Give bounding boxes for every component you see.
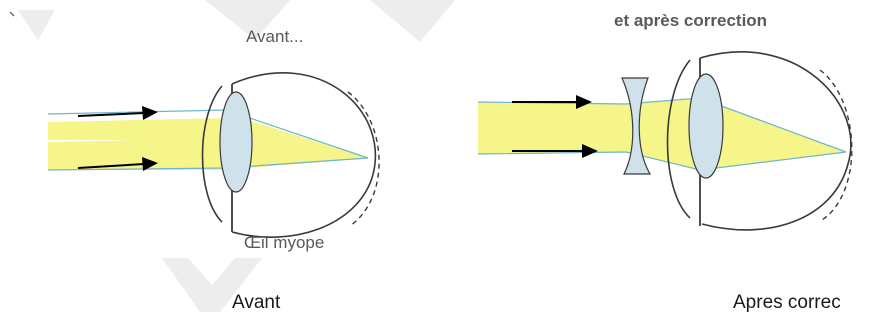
- left-eye-label: Œil myope: [244, 233, 324, 252]
- left-crystalline-lens: [220, 92, 252, 192]
- right-heading: et après correction: [614, 11, 767, 30]
- right-crystalline-lens: [689, 74, 723, 178]
- left-arrow-top-head: [142, 106, 158, 120]
- watermark-shape-top-left: [18, 10, 55, 40]
- watermark-shape-top-right: [370, 0, 455, 42]
- caption-after-correction: Apres correc: [733, 292, 841, 314]
- left-panel: Avant... Œil myope: [48, 27, 379, 252]
- left-heading: Avant...: [246, 27, 303, 46]
- caption-before: Avant: [232, 292, 280, 314]
- right-panel: et après correction: [478, 11, 852, 230]
- watermark-mark: [10, 12, 14, 16]
